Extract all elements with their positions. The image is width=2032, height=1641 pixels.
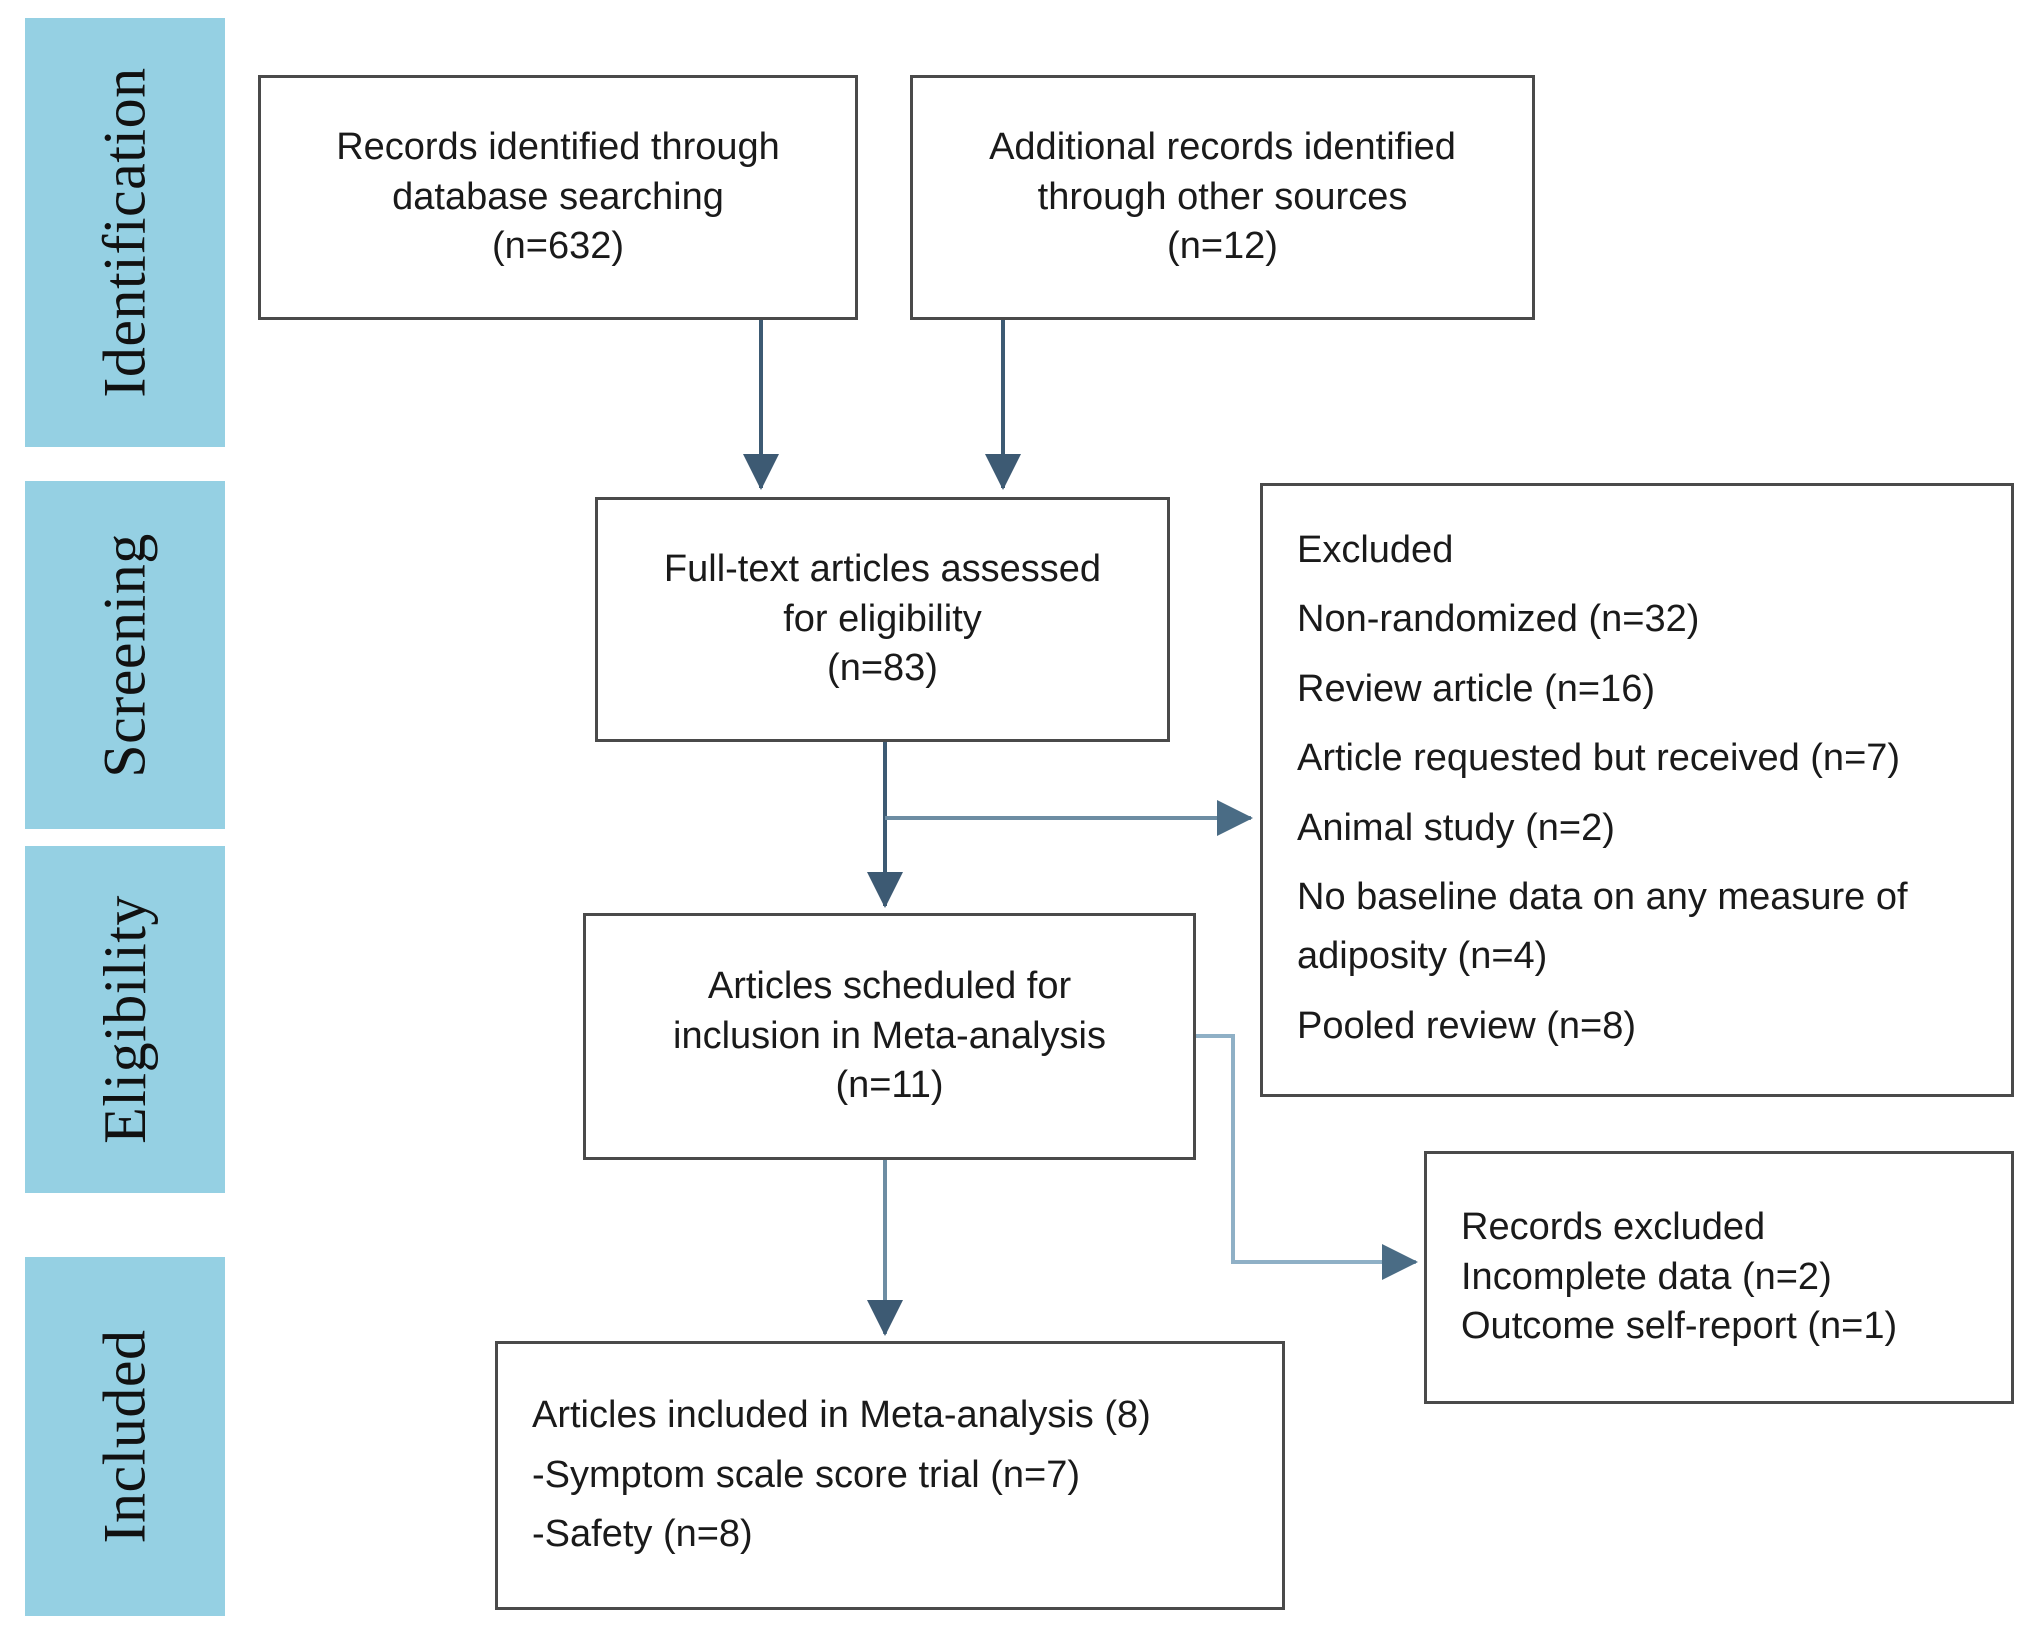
stage-bar-included: Included	[25, 1257, 225, 1616]
excluded-reason: Non-randomized (n=32)	[1297, 598, 1700, 641]
box-line: Outcome self-report (n=1)	[1461, 1305, 1898, 1348]
box-line: for eligibility	[783, 597, 982, 640]
box-articles-included-final: Articles included in Meta-analysis (8) -…	[495, 1341, 1285, 1610]
excluded-reason: Pooled review (n=8)	[1297, 1004, 1637, 1047]
box-line: -Symptom scale score trial (n=7)	[532, 1453, 1080, 1496]
box-line: Records identified through	[336, 126, 780, 169]
box-line: Full-text articles assessed	[663, 548, 1102, 591]
stage-label-included: Included	[91, 1329, 158, 1544]
box-line: through other sources	[1037, 175, 1408, 218]
stage-label-eligibility: Eligibility	[91, 895, 158, 1144]
excluded-reason: Review article (n=16)	[1297, 667, 1655, 710]
excluded-reason: No baseline data on any measure of	[1297, 875, 1908, 918]
excluded-heading: Excluded	[1297, 529, 1454, 571]
excluded-reason: Animal study (n=2)	[1297, 806, 1615, 849]
excluded-reason: Article requested but received (n=7)	[1297, 737, 1901, 780]
box-line: (n=12)	[1167, 225, 1278, 268]
excluded-reason: adiposity (n=4)	[1297, 935, 1548, 978]
box-full-text-articles-assessed: Full-text articles assessed for eligibil…	[595, 497, 1170, 742]
box-line: Additional records identified	[989, 126, 1456, 169]
box-articles-scheduled-for-inclusion: Articles scheduled for inclusion in Meta…	[583, 913, 1196, 1160]
box-line: (n=632)	[491, 225, 625, 268]
box-additional-records-other-sources: Additional records identified through ot…	[910, 75, 1535, 320]
box-line: Records excluded	[1461, 1206, 1766, 1249]
box-line: Articles included in Meta-analysis (8)	[532, 1394, 1151, 1437]
stage-bar-screening: Screening	[25, 481, 225, 829]
box-records-excluded: Records excluded Incomplete data (n=2) O…	[1424, 1151, 2014, 1404]
box-excluded-eligibility-reasons: Excluded Non-randomized (n=32) Review ar…	[1260, 483, 2014, 1097]
box-line: (n=83)	[827, 647, 938, 690]
stage-label-identification: Identification	[91, 67, 158, 398]
box-line: (n=11)	[835, 1064, 944, 1107]
stage-bar-identification: Identification	[25, 18, 225, 447]
box-line: -Safety (n=8)	[532, 1513, 753, 1556]
stage-bar-eligibility: Eligibility	[25, 846, 225, 1193]
box-records-identified-database: Records identified through database sear…	[258, 75, 858, 320]
box-line: database searching	[392, 175, 724, 218]
box-line: inclusion in Meta-analysis	[673, 1014, 1106, 1057]
stage-label-screening: Screening	[91, 532, 158, 778]
box-line: Incomplete data (n=2)	[1461, 1255, 1832, 1298]
box-line: Articles scheduled for	[707, 965, 1072, 1008]
